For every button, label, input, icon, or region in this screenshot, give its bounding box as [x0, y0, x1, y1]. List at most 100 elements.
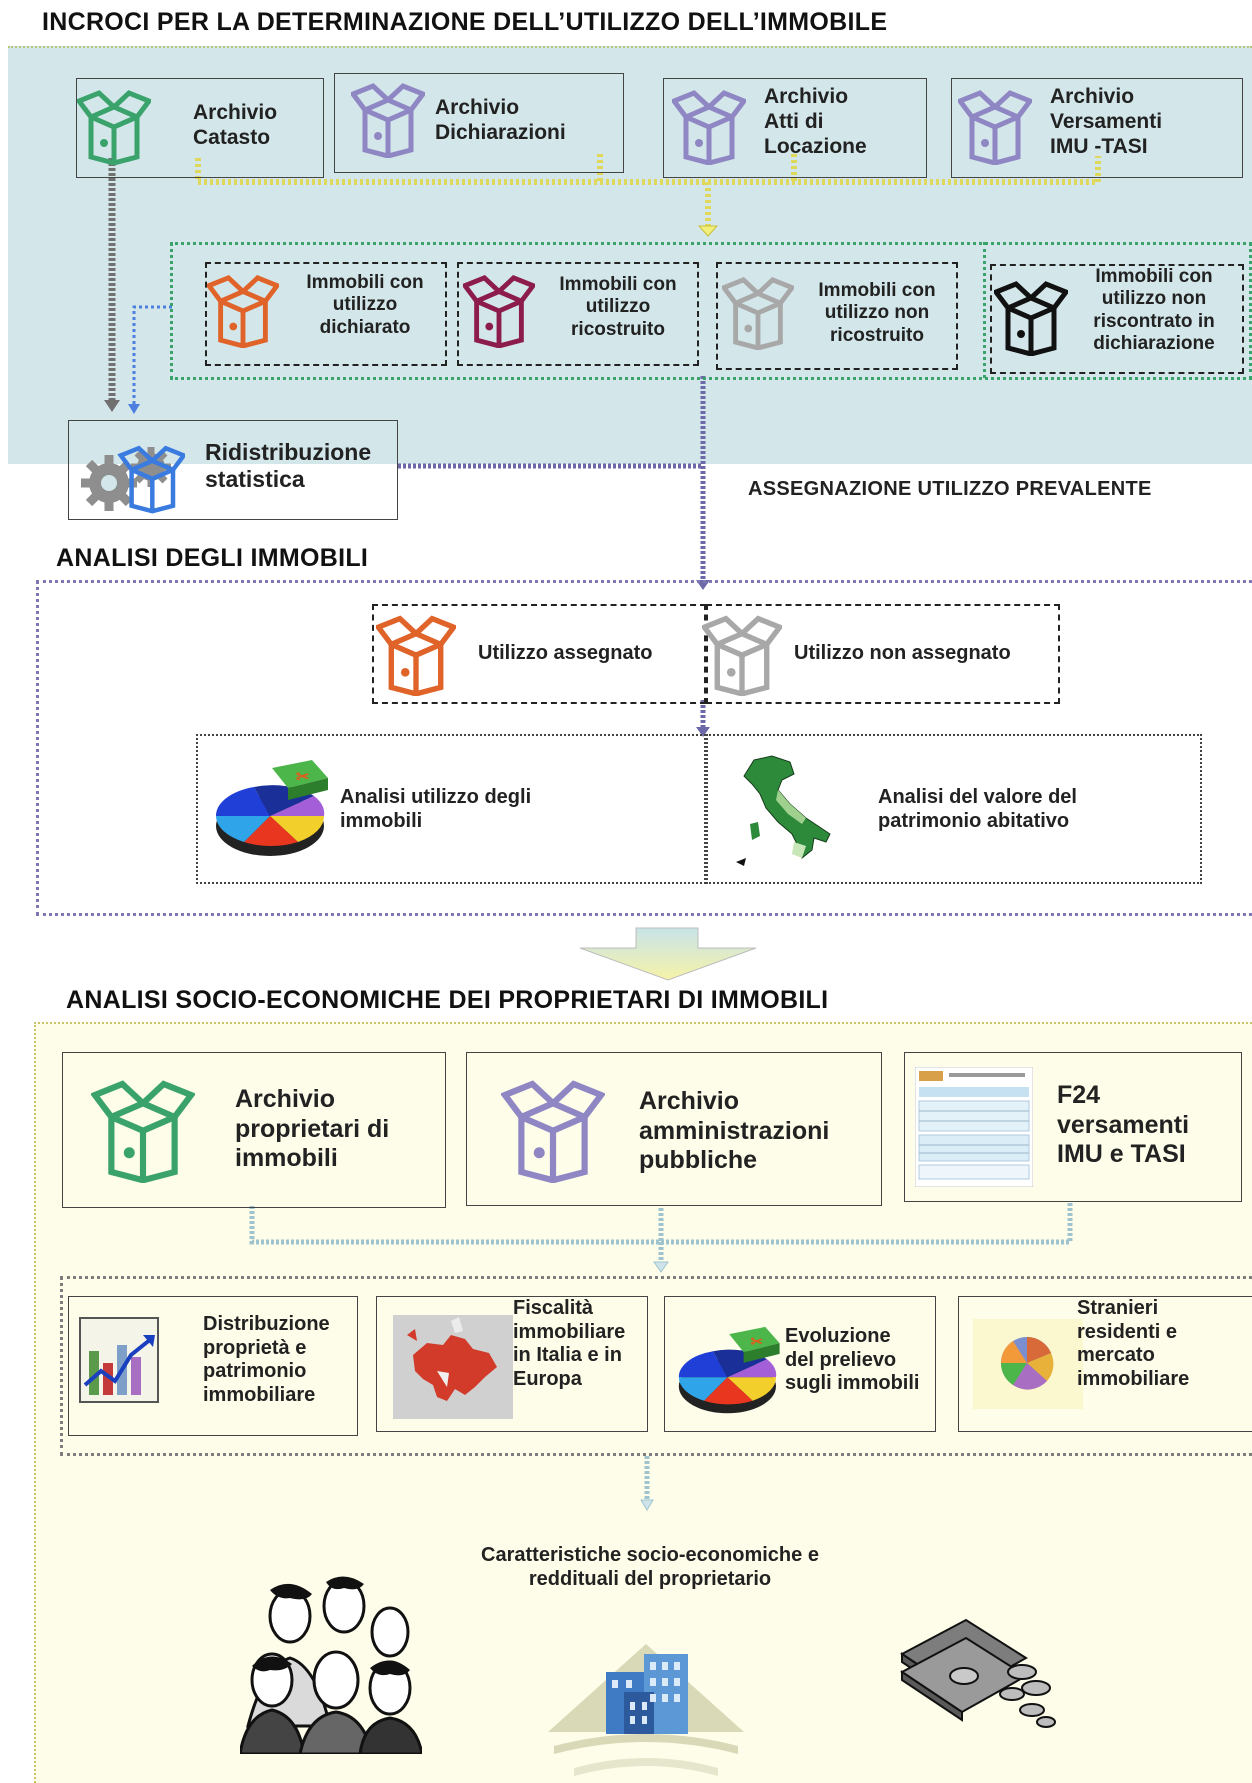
europe-map-icon: [393, 1315, 513, 1419]
svg-text:✂: ✂: [296, 769, 310, 786]
assignment-footer: ASSEGNAZIONE UTILIZZO PREVALENTE: [748, 478, 1152, 500]
archive-label-line2: Catasto: [193, 125, 271, 149]
redistribution-box: Ridistribuzione statistica: [68, 420, 398, 520]
output-label-line4: Europa: [513, 1367, 582, 1390]
section1-panel: [8, 46, 1252, 464]
source-label-line3: immobili: [235, 1144, 338, 1172]
source-label-line3: IMU e TASI: [1057, 1140, 1186, 1168]
outputs-group: [60, 1276, 1252, 1456]
usage-label-line1: Immobili con: [559, 274, 677, 295]
value-analysis-box: Analisi del valore del patrimonio abitat…: [706, 734, 1202, 884]
section3-title: ANALISI SOCIO-ECONOMICHE DEI PROPRIETARI…: [66, 986, 829, 1014]
section2-title: ANALISI DEGLI IMMOBILI: [56, 544, 369, 572]
pie-chart-small-icon: [973, 1319, 1083, 1409]
unassigned-usage-label: Utilizzo non assegnato: [794, 642, 1011, 664]
section1-title: INCROCI PER LA DETERMINAZIONE DELL’UTILI…: [42, 8, 888, 36]
usage-label-line4: dichiarazione: [1093, 333, 1215, 355]
unassigned-usage-box: Utilizzo non assegnato: [702, 604, 1060, 704]
box-icon: [722, 272, 794, 350]
archive-label-line1: Archivio: [1050, 85, 1135, 108]
archive-label-line1: Archivio: [435, 96, 520, 119]
money-icon: [896, 1614, 1058, 1730]
box-icon: [376, 610, 456, 696]
source-label-line3: pubbliche: [639, 1146, 758, 1174]
output-label-line1: Fiscalità: [513, 1297, 594, 1319]
output-box-distribuzione: Distribuzione proprietà e patrimonio imm…: [68, 1296, 358, 1436]
value-analysis-line2: patrimonio abitativo: [878, 809, 1070, 832]
svg-text:✂: ✂: [751, 1335, 763, 1351]
archive-label-line2: Versamenti: [1050, 109, 1163, 133]
section2-panel: [36, 580, 1252, 916]
output-box-evoluzione: ✂ Evoluzione del prelievo sugli immobili: [664, 1296, 936, 1432]
usage-label-line3: ricostruito: [830, 324, 924, 346]
source-label-line1: Archivio: [639, 1087, 740, 1115]
source-box-amministrazioni: Archivio amministrazioni pubbliche: [466, 1052, 882, 1206]
bar-chart-icon: [79, 1317, 159, 1403]
usage-group: [170, 242, 1252, 380]
box-icon: [463, 270, 535, 348]
f24-form-icon: [915, 1067, 1033, 1187]
source-box-f24: F24 versamenti IMU e TASI: [904, 1052, 1242, 1202]
box-icon: [77, 85, 151, 165]
output-label-line3: patrimonio: [203, 1360, 307, 1383]
output-label-line2: del prelievo: [785, 1348, 897, 1371]
box-icon: [351, 78, 425, 158]
pie-chart-icon: ✂: [677, 1321, 785, 1421]
usage-label-line2: utilizzo: [332, 294, 398, 316]
gears-icon: [75, 437, 185, 517]
box-icon: [994, 276, 1068, 356]
usage-label-line3: ricostruito: [571, 318, 665, 340]
archive-box-versamenti: Archivio Versamenti IMU -TASI: [951, 78, 1243, 178]
archive-label-line3: Locazione: [764, 134, 867, 158]
archive-box-catasto: Archivio Catasto: [76, 78, 324, 178]
source-label-line2: versamenti: [1057, 1110, 1190, 1139]
usage-label-line2: utilizzo: [585, 296, 651, 318]
box-icon: [501, 1073, 605, 1183]
usage-box-ricostruito: Immobili con utilizzo ricostruito: [457, 262, 699, 366]
assigned-usage-label: Utilizzo assegnato: [478, 642, 653, 664]
output-box-fiscalita: Fiscalità immobiliare in Italia e in Eur…: [376, 1296, 648, 1432]
usage-group-divider: [983, 242, 986, 378]
usage-analysis-line2: immobili: [340, 809, 423, 832]
usage-label-line1: Immobili con: [1095, 266, 1213, 287]
usage-analysis-box: ✂ Analisi utilizzo degli immobili: [196, 734, 706, 884]
archive-label-line1: Archivio: [764, 85, 849, 108]
output-label-line2: immobiliare: [513, 1320, 626, 1343]
usage-label-line3: dichiarato: [319, 316, 411, 338]
usage-box-dichiarato: Immobili con utilizzo dichiarato: [205, 262, 447, 366]
usage-label-line2: utilizzo non: [1101, 288, 1207, 310]
buildings-icon: [548, 1614, 744, 1783]
box-icon: [207, 270, 279, 348]
usage-box-non-ricostruito: Immobili con utilizzo non ricostruito: [716, 262, 958, 370]
output-label-line3: sugli immobili: [785, 1372, 920, 1395]
source-label-line1: Archivio: [235, 1085, 336, 1113]
assigned-usage-box: Utilizzo assegnato: [372, 604, 706, 704]
output-label-line1: Evoluzione: [785, 1325, 891, 1347]
source-label-line2: proprietari di: [235, 1114, 390, 1143]
output-label-line2: residenti e: [1077, 1320, 1178, 1343]
italy-map-icon: [732, 754, 842, 874]
box-icon: [702, 610, 782, 696]
source-label-line1: F24: [1057, 1081, 1101, 1109]
usage-label-line3: riscontrato in: [1093, 310, 1215, 332]
box-icon: [91, 1073, 195, 1183]
usage-label-line2: utilizzo non: [824, 302, 930, 324]
value-analysis-line1: Analisi del valore del: [878, 786, 1077, 808]
archive-label-line1: Archivio: [193, 101, 278, 124]
final-label-line2: reddituali del proprietario: [528, 1567, 772, 1590]
usage-label-line1: Immobili con: [306, 272, 424, 293]
output-label-line4: immobiliare: [203, 1383, 316, 1406]
source-label-line2: amministrazioni: [639, 1116, 830, 1145]
usage-box-non-riscontrato: Immobili con utilizzo non riscontrato in…: [990, 264, 1244, 374]
output-label-line1: Stranieri: [1077, 1297, 1159, 1319]
output-label-line4: immobiliare: [1077, 1367, 1190, 1390]
pie-chart-icon: ✂: [214, 754, 334, 864]
archive-label-line3: IMU -TASI: [1050, 134, 1148, 158]
archive-box-dichiarazioni: Archivio Dichiarazioni: [334, 73, 624, 173]
output-label-line2: proprietà e: [203, 1336, 307, 1359]
source-box-proprietari: Archivio proprietari di immobili: [62, 1052, 446, 1208]
archive-box-locazione: Archivio Atti di Locazione: [663, 78, 927, 178]
usage-analysis-line1: Analisi utilizzo degli: [340, 786, 532, 808]
